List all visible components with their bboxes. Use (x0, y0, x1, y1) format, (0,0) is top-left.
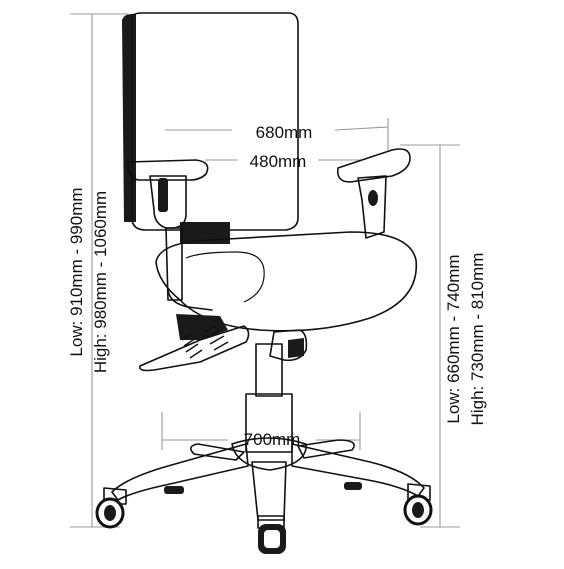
tilt-knob-grip (288, 338, 304, 358)
label-seat-height-high: High: 730mm - 810mm (468, 253, 487, 426)
base-arm-left (111, 443, 249, 501)
armrest-right-pad (336, 148, 411, 183)
label-seat-height-low: Low: 660mm - 740mm (444, 254, 463, 423)
base-arm-front (251, 461, 287, 521)
castor-right (403, 483, 433, 526)
armrest-left-foot (167, 289, 213, 311)
seat-seam (185, 251, 265, 303)
base-arm-back-left (190, 443, 245, 461)
castor-left (95, 487, 127, 529)
armrest-left-slot (158, 178, 168, 212)
base-hub (231, 437, 307, 471)
backrest (131, 12, 299, 231)
castor-back-left (164, 486, 184, 494)
chair-illustration (95, 12, 433, 554)
gas-cylinder (255, 343, 283, 397)
armrest-left-pad (126, 159, 209, 181)
mechanism-body (176, 314, 228, 340)
paddle-levers (138, 325, 250, 372)
backrest-lower-band (180, 222, 230, 244)
backrest-back-panel (122, 14, 136, 222)
label-total-height-high: High: 980mm - 1060mm (91, 191, 110, 373)
label-seat-width: 480mm (250, 152, 307, 171)
castor-front (257, 515, 286, 554)
castor-back-right (344, 482, 362, 490)
base-arm-back (297, 439, 355, 459)
armrest-left-post (165, 227, 183, 301)
armrest-right-knob (368, 190, 378, 206)
armrest-right-support (357, 175, 387, 239)
label-overall-width: 680mm (256, 123, 313, 142)
label-total-height-low: Low: 910mm - 990mm (67, 187, 86, 356)
tilt-knob (269, 329, 308, 362)
label-base-width: 700mm (244, 430, 301, 449)
lever-springs (181, 325, 229, 359)
seat-cushion (155, 231, 418, 332)
